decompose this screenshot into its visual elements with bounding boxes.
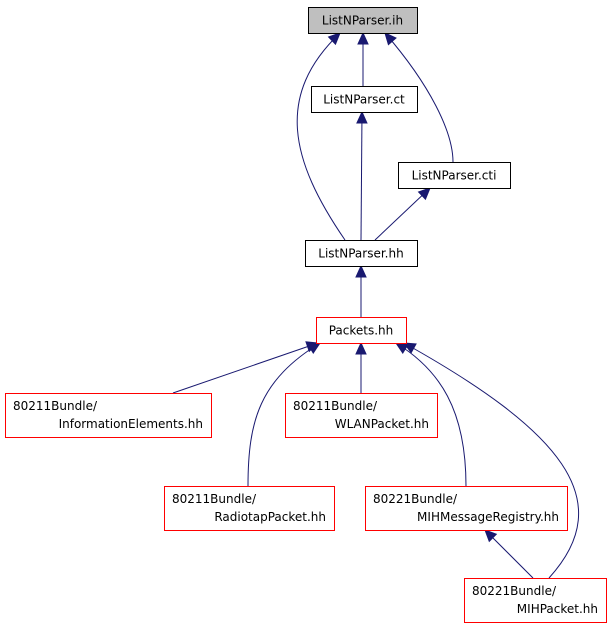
arrowhead — [356, 110, 368, 124]
edge-line — [172, 342, 319, 394]
arrowhead — [355, 264, 367, 278]
edge-listnparser-hh-to-listnparser-ct — [356, 110, 368, 241]
edge-line — [247, 342, 321, 487]
arrowhead — [327, 32, 341, 46]
node-box — [305, 240, 418, 267]
node-label: ListNParser.hh — [318, 247, 403, 261]
edges — [172, 31, 579, 579]
node-label-line-1: 80221Bundle/ — [373, 492, 458, 506]
node-label-line-2: MIHMessageRegistry.hh — [417, 510, 559, 524]
edge-wlan-packet-hh-to-packets-hh — [355, 341, 367, 393]
node-mih-packet-hh[interactable]: 80221Bundle/MIHPacket.hh — [464, 578, 607, 623]
edge-mih-packet-hh-to-mih-message-registry-hh — [484, 529, 534, 579]
node-label-line-2: RadiotapPacket.hh — [214, 510, 326, 524]
edge-listnparser-hh-to-listnparser-cti — [374, 187, 431, 241]
node-label: ListNParser.ih — [322, 14, 403, 28]
arrowhead — [384, 32, 397, 46]
node-packets-hh[interactable]: Packets.hh — [316, 317, 407, 344]
node-listnparser-ct[interactable]: ListNParser.ct — [311, 86, 418, 113]
node-label: Packets.hh — [329, 324, 394, 338]
node-label-line-1: 80221Bundle/ — [472, 584, 557, 598]
node-label: ListNParser.cti — [412, 169, 497, 183]
node-label: ListNParser.ct — [323, 93, 405, 107]
node-box — [5, 393, 212, 438]
node-box — [464, 578, 607, 623]
edge-line — [384, 32, 454, 163]
edge-line — [395, 342, 467, 487]
arrowhead — [307, 342, 322, 354]
edge-listnparser-ct-to-listnparser-ih — [357, 31, 369, 86]
node-radiotap-packet-hh[interactable]: 80211Bundle/RadiotapPacket.hh — [164, 486, 335, 531]
node-mih-message-registry-hh[interactable]: 80221Bundle/MIHMessageRegistry.hh — [365, 486, 568, 531]
edge-line — [296, 32, 346, 241]
node-label-line-1: 80211Bundle/ — [172, 492, 257, 506]
node-box — [308, 7, 418, 34]
node-box — [285, 393, 438, 438]
edge-radiotap-packet-hh-to-packets-hh — [247, 342, 322, 487]
edge-line — [374, 187, 431, 241]
node-label-line-2: WLANPacket.hh — [335, 417, 429, 431]
edge-listnparser-cti-to-listnparser-ih — [384, 32, 454, 163]
edge-mih-packet-hh-to-packets-hh — [402, 342, 579, 579]
node-box — [365, 486, 568, 531]
arrowhead — [402, 342, 417, 354]
node-information-elements-hh[interactable]: 80211Bundle/InformationElements.hh — [5, 393, 212, 438]
node-wlan-packet-hh[interactable]: 80211Bundle/WLANPacket.hh — [285, 393, 438, 438]
node-label-line-2: InformationElements.hh — [59, 417, 203, 431]
node-box — [311, 86, 418, 113]
nodes: ListNParser.ihListNParser.ctListNParser.… — [5, 7, 607, 623]
node-label-line-1: 80211Bundle/ — [293, 399, 378, 413]
edge-packets-hh-to-listnparser-hh — [355, 264, 367, 317]
arrowhead — [417, 187, 431, 201]
node-box — [164, 486, 335, 531]
node-label-line-2: MIHPacket.hh — [517, 602, 598, 616]
edge-line — [403, 342, 579, 579]
node-listnparser-cti[interactable]: ListNParser.cti — [398, 162, 511, 189]
edge-listnparser-hh-to-listnparser-ih — [296, 32, 346, 241]
node-box — [398, 162, 511, 189]
node-listnparser-ih[interactable]: ListNParser.ih — [308, 7, 418, 34]
node-listnparser-hh[interactable]: ListNParser.hh — [305, 240, 418, 267]
edge-information-elements-hh-to-packets-hh — [172, 341, 320, 394]
edge-line — [360, 111, 363, 241]
arrowhead — [355, 341, 367, 355]
node-label-line-1: 80211Bundle/ — [13, 399, 98, 413]
arrowhead — [357, 31, 369, 45]
node-box — [316, 317, 407, 344]
arrowhead — [484, 529, 498, 543]
